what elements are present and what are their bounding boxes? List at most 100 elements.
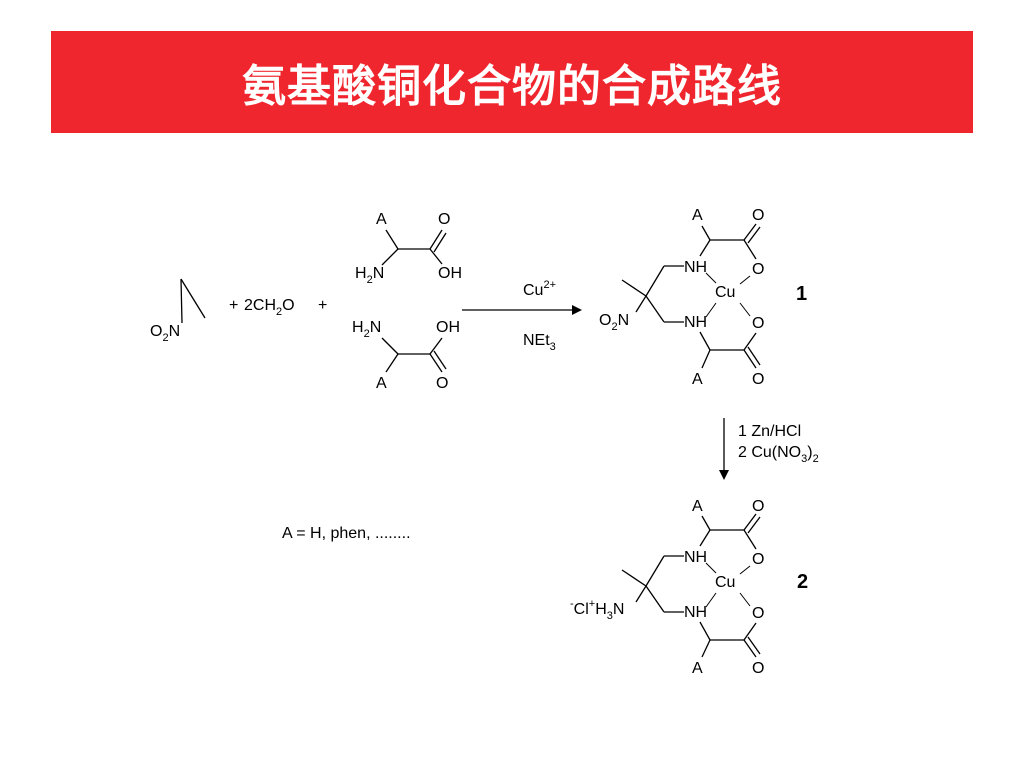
- complex-1-metal: Cu: [715, 284, 735, 301]
- nitroethane-bond-1: [180, 278, 183, 324]
- c2-nh-ca-top: [699, 529, 711, 547]
- complex-2-metal: Cu: [715, 574, 735, 591]
- aa-top-bond-a: [385, 229, 399, 250]
- c1-c-ch2-bottom: [645, 295, 665, 323]
- title-banner: 氨基酸铜化合物的合成路线: [51, 31, 973, 133]
- aa-top-bond-oh: [429, 248, 443, 265]
- complex-1-o-carbonyl-top: O: [752, 207, 764, 224]
- reaction-arrow-2: 1 Zn/HCl 2 Cu(NO3)2: [719, 418, 819, 480]
- amino-acid-bottom: H2N OH A O: [352, 319, 460, 392]
- c1-coord-4: [739, 302, 751, 317]
- c1-co-bottom: [743, 349, 757, 369]
- nitroethane-bond-2: [180, 278, 206, 319]
- aa-bottom-bond-n: [381, 337, 399, 355]
- reagent-copper-nitrate: 2 Cu(NO3)2: [738, 444, 819, 465]
- aa-bottom-substituent: A: [376, 375, 387, 392]
- formaldehyde-label: 2CH2O: [244, 297, 295, 318]
- substituent-definition: A = H, phen, ........: [282, 525, 411, 542]
- c2-co2-bottom: [747, 636, 761, 655]
- c2-co-bottom: [743, 639, 757, 658]
- complex-2-o-bottom: O: [752, 605, 764, 622]
- c1-c-no2: [635, 295, 647, 313]
- c1-coord-2: [705, 302, 717, 318]
- c2-ca-a-bottom: [701, 639, 711, 658]
- c2-ca-a-top: [701, 515, 711, 531]
- c2-coord-3: [739, 565, 751, 575]
- complex-2-o-carbonyl-bottom: O: [752, 660, 764, 677]
- aa-top-hydroxyl: OH: [438, 265, 462, 282]
- complex-2-o-top: O: [752, 551, 764, 568]
- complex-1-o-carbonyl-bottom: O: [752, 371, 764, 388]
- complex-1-number: 1: [796, 283, 807, 305]
- aa-top-carbonyl-o: O: [438, 211, 450, 228]
- c2-co-o-bottom: [743, 622, 757, 641]
- complex-1-nh-top: NH: [684, 259, 707, 276]
- aa-top-amine: H2N: [355, 265, 384, 286]
- c1-ca-a-bottom: [701, 349, 711, 369]
- complex-2-nh-top: NH: [684, 549, 707, 566]
- c1-nh-ca-bottom: [699, 331, 711, 351]
- aa-top-bond-co2: [433, 232, 447, 253]
- reaction-arrow-1: Cu2+ NEt3: [462, 279, 582, 353]
- aa-bottom-carbonyl-o: O: [436, 375, 448, 392]
- complex-2-a-top: A: [692, 498, 703, 515]
- plus-sign-2: +: [318, 297, 327, 314]
- c2-methyl: [621, 569, 647, 587]
- complex-2-number: 2: [797, 571, 808, 593]
- c2-co-top: [743, 513, 757, 531]
- nitroethane-label: O2N: [150, 323, 180, 344]
- aa-top-bond-co: [429, 229, 443, 250]
- complex-2-substituent: -Cl+H3N: [570, 598, 624, 622]
- plus-sign-1: +: [229, 297, 238, 314]
- c1-co-o-bottom: [743, 332, 757, 351]
- aa-top-substituent: A: [376, 211, 387, 228]
- complex-2-a-bottom: A: [692, 660, 703, 677]
- c1-nh-ca-top: [699, 239, 711, 257]
- complex-2-o-carbonyl-top: O: [752, 498, 764, 515]
- aa-bottom-bond-co2: [433, 350, 447, 370]
- complex-1-substituent: O2N: [599, 312, 629, 333]
- arrow-2-head: [719, 470, 729, 480]
- slide-title: 氨基酸铜化合物的合成路线: [242, 61, 782, 112]
- aa-bottom-amine: H2N: [352, 319, 381, 340]
- c1-coord-3: [739, 275, 751, 285]
- reagent-base: NEt3: [523, 332, 556, 353]
- complex-1: A O NH O Cu NH O A O O2N 1: [599, 207, 807, 388]
- c1-c-ch2-top: [645, 265, 665, 297]
- complex-1-nh-bottom: NH: [684, 314, 707, 331]
- c1-ca-a-top: [701, 225, 711, 241]
- formaldehyde-term: + 2CH2O +: [229, 297, 327, 318]
- c2-c-nh3: [635, 585, 647, 603]
- c2-coord-4: [739, 592, 751, 607]
- aa-bottom-hydroxyl: OH: [436, 319, 460, 336]
- c2-c-ch2-top: [645, 555, 665, 587]
- complex-1-o-top: O: [752, 261, 764, 278]
- c2-coord-2: [705, 592, 717, 608]
- reagent-reduction: 1 Zn/HCl: [738, 423, 801, 440]
- c1-co-o-top: [743, 239, 757, 260]
- c2-nh-ca-bottom: [699, 621, 711, 641]
- c1-co2-top: [747, 226, 761, 244]
- aa-top-bond-n: [381, 248, 399, 266]
- amino-acid-top: A O H2N OH: [355, 211, 462, 286]
- c1-coord-1: [705, 272, 717, 284]
- complex-1-o-bottom: O: [752, 315, 764, 332]
- complex-2-nh-bottom: NH: [684, 604, 707, 621]
- c1-co2-bottom: [747, 346, 761, 366]
- c1-methyl: [621, 279, 647, 297]
- c1-co-top: [743, 223, 757, 241]
- aa-bottom-bond-a: [385, 353, 399, 373]
- c2-coord-1: [705, 562, 717, 574]
- c2-co-o-top: [743, 529, 757, 550]
- aa-bottom-bond-co: [429, 353, 443, 373]
- reagent-copper: Cu2+: [523, 279, 556, 299]
- c2-co2-top: [747, 516, 761, 534]
- arrow-1-head: [572, 305, 582, 315]
- nitroethane: O2N: [150, 278, 206, 344]
- complex-1-a-bottom: A: [692, 371, 703, 388]
- aa-bottom-bond-oh: [429, 337, 443, 355]
- complex-2: A O NH O Cu NH O A O -Cl+H3N 2: [570, 498, 808, 677]
- complex-1-a-top: A: [692, 207, 703, 224]
- c2-c-ch2-bottom: [645, 585, 665, 613]
